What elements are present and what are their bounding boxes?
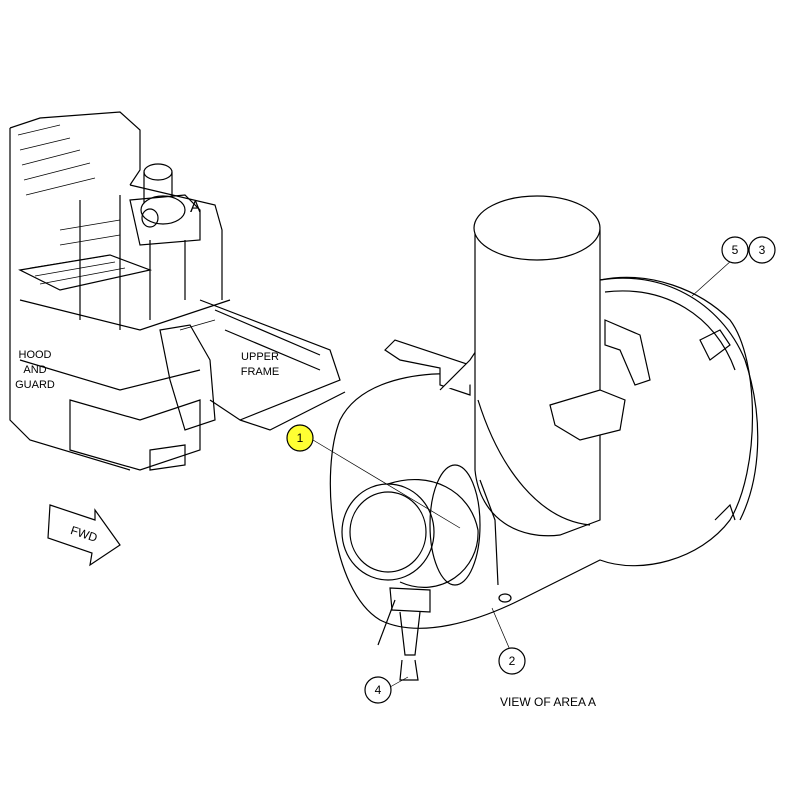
callout-1: 1 <box>286 424 314 452</box>
leader-4 <box>389 676 409 688</box>
hood-guard-label-line3: GUARD <box>15 379 55 391</box>
callout-4-number: 4 <box>375 683 382 697</box>
upper-frame-label-line2: FRAME <box>241 366 280 378</box>
callout-5: 5 <box>721 236 749 264</box>
callout-1-number: 1 <box>297 431 304 445</box>
area-a-marker: A <box>190 199 201 216</box>
air-cleaner-illustration <box>329 195 759 681</box>
view-caption: VIEW OF AREA A <box>500 695 596 709</box>
fwd-arrow-icon <box>47 504 121 567</box>
hood-guard-label-line2: AND <box>23 364 46 376</box>
machine-overview-illustration <box>9 111 346 471</box>
leader-2 <box>491 607 511 651</box>
leader-5-3 <box>691 259 733 297</box>
callout-3: 3 <box>748 236 776 264</box>
leader-1 <box>312 439 461 529</box>
callout-5-number: 5 <box>732 243 739 257</box>
callout-2: 2 <box>498 647 526 675</box>
callout-3-number: 3 <box>759 243 766 257</box>
callout-4: 4 <box>364 676 392 704</box>
callout-2-number: 2 <box>509 654 516 668</box>
hood-guard-label-line1: HOOD <box>19 349 52 361</box>
upper-frame-label-line1: UPPER <box>241 351 279 363</box>
